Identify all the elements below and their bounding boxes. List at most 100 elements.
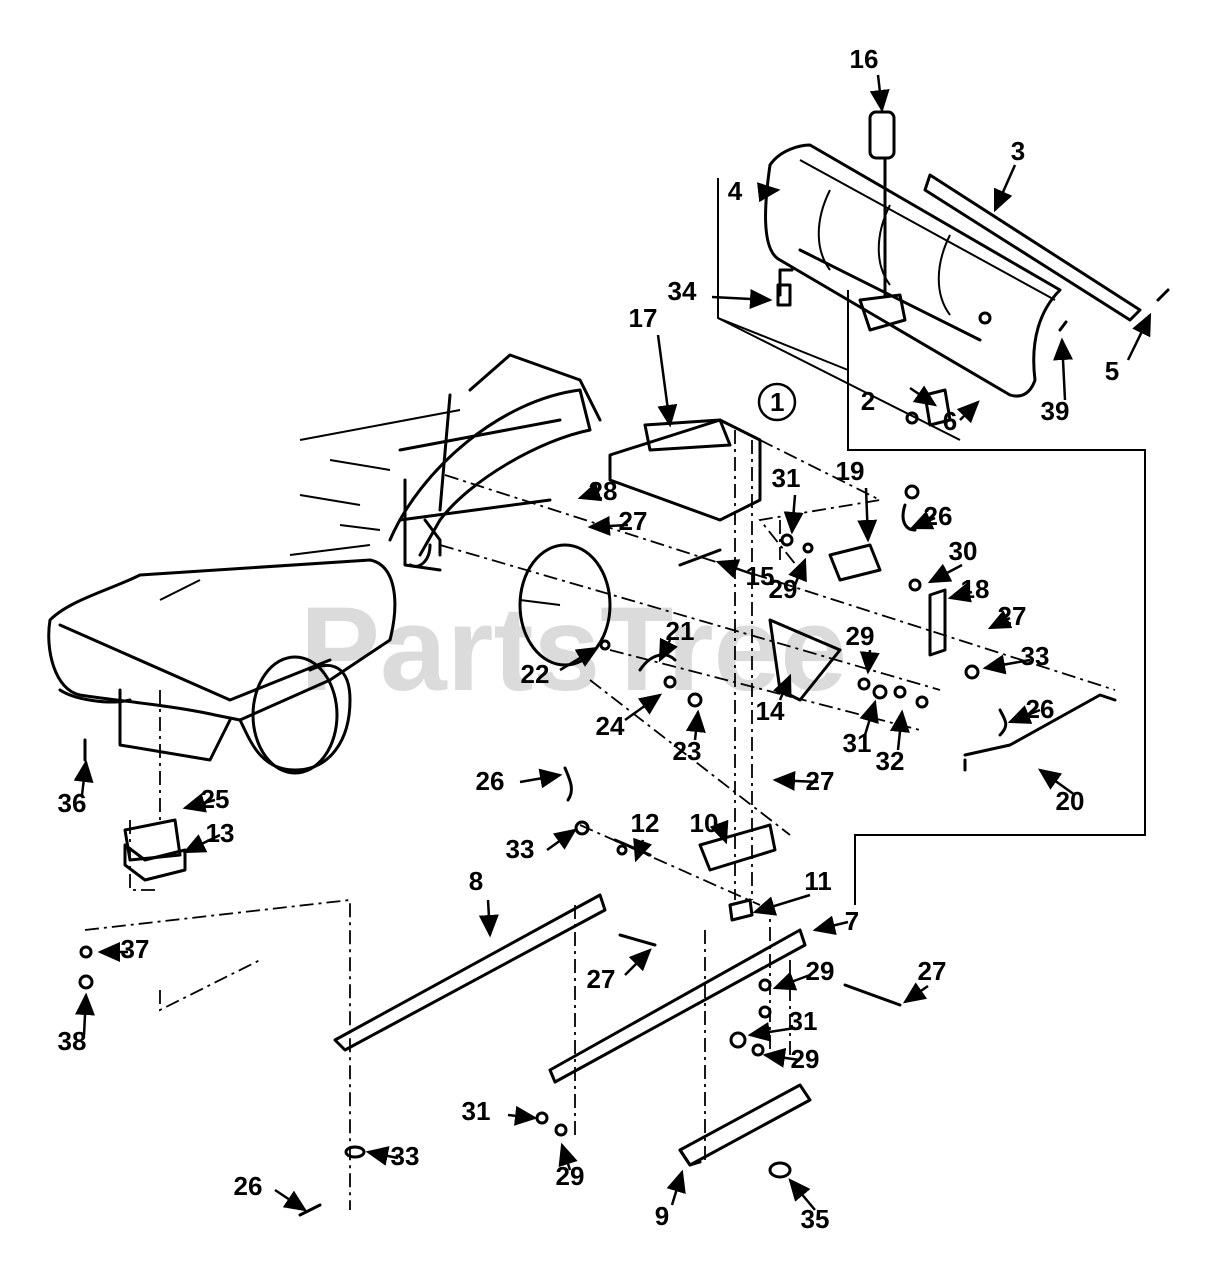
part-number-label: 31 [789, 1006, 818, 1036]
part-number-label: 21 [666, 616, 695, 646]
leader-arrow [1126, 312, 1152, 361]
part-number-label: 29 [846, 621, 875, 651]
leader-arrow [685, 709, 706, 741]
leader-arrow [947, 583, 973, 603]
leader-arrow [587, 515, 629, 536]
leader-arrow [927, 563, 963, 584]
leader-arrow [559, 646, 600, 672]
leader-arrow [747, 1022, 796, 1042]
part-number-label: 26 [1026, 694, 1055, 724]
leader-arrow [812, 915, 849, 936]
leader-arrow [752, 893, 811, 916]
part-number-label: 29 [769, 574, 798, 604]
leader-arrow [757, 182, 781, 203]
part-number-label: 32 [876, 746, 905, 776]
leader-arrow [365, 1146, 399, 1166]
leader-arrow [889, 709, 910, 751]
part-number-label: 9 [655, 1201, 669, 1231]
part-number-label: 28 [589, 476, 618, 506]
part-number-label: 5 [1105, 356, 1119, 386]
part-number-label: 27 [587, 964, 616, 994]
leader-arrow [656, 334, 678, 428]
leader-arrow [274, 1188, 308, 1212]
plow-blade [764, 110, 1170, 427]
part-number-label: 8 [469, 866, 483, 896]
leader-arrow [658, 637, 678, 663]
leader-arrow [715, 559, 756, 579]
part-number-label: 27 [619, 506, 648, 536]
part-number-label: 27 [998, 601, 1027, 631]
part-number-label: 31 [462, 1096, 491, 1126]
leader-arrow [711, 288, 773, 309]
part-number-label: 36 [58, 788, 87, 818]
part-number-label: 23 [673, 736, 702, 766]
part-number-label: 29 [791, 1044, 820, 1074]
part-number-label: 2 [861, 386, 875, 416]
callout-label: 1 [770, 387, 784, 417]
leader-arrow [1053, 337, 1073, 401]
part-number-label: 37 [121, 934, 150, 964]
leader-arrow [1007, 705, 1041, 724]
part-number-label: 38 [58, 1026, 87, 1056]
leader-arrow [666, 1169, 686, 1206]
part-number-label: 31 [843, 728, 872, 758]
leader-arrow [956, 400, 980, 424]
part-number-label: 6 [943, 406, 957, 436]
part-number-label: 4 [728, 176, 743, 206]
part-number-label: 26 [476, 766, 505, 796]
part-number-label: 10 [690, 808, 719, 838]
part-labels: 2345678910111213141516171819202122232425… [58, 44, 1152, 1234]
leader-arrow [478, 899, 499, 938]
leader-arrow [859, 649, 880, 675]
leader-arrow [577, 482, 603, 502]
part-number-label: 30 [949, 536, 978, 566]
part-number-label: 19 [836, 456, 865, 486]
leader-arrow [772, 770, 819, 791]
part-number-label: 18 [961, 574, 990, 604]
part-number-label: 27 [918, 956, 947, 986]
leader-arrow [993, 164, 1017, 213]
leader-arrow [869, 74, 890, 113]
part-number-label: 39 [1041, 396, 1070, 426]
part-number-label: 33 [391, 1141, 420, 1171]
part-number-label: 7 [845, 906, 859, 936]
part-number-label: 22 [521, 659, 550, 689]
leader-arrow [902, 982, 929, 1004]
part-number-label: 34 [668, 276, 697, 306]
leader-arrow [783, 494, 804, 535]
leader-arrow [633, 837, 653, 863]
part-number-label: 27 [806, 766, 835, 796]
watermark: PartsTree [300, 582, 847, 716]
assembly-callout: 1 [757, 382, 797, 422]
part-number-label: 25 [201, 784, 230, 814]
leader-arrow [558, 1142, 578, 1171]
leader-arrow [182, 833, 221, 854]
leader-arrow [788, 1178, 816, 1211]
leader-arrow [982, 654, 1031, 675]
leader-arrow [624, 948, 652, 976]
leader-arrow [624, 693, 663, 722]
part-number-label: 31 [772, 463, 801, 493]
leader-arrow [909, 510, 936, 530]
part-number-label: 3 [1011, 136, 1025, 166]
leader-arrow [788, 557, 807, 586]
leader-arrow [857, 487, 878, 543]
leader-arrow [987, 610, 1013, 630]
frame-parts [78, 268, 1117, 1217]
leader-arrow [75, 992, 95, 1036]
part-number-label: 26 [924, 501, 953, 531]
leader-arrow [73, 759, 94, 796]
part-number-label: 24 [596, 711, 625, 741]
leader-arrow [772, 971, 811, 991]
part-number-label: 33 [1021, 641, 1050, 671]
part-number-label: 29 [556, 1161, 585, 1191]
part-number-label: 11 [804, 866, 832, 896]
leader-arrow [546, 828, 578, 852]
part-number-label: 17 [629, 303, 658, 333]
leader-arrow [909, 385, 938, 407]
part-number-label: 14 [756, 696, 785, 726]
part-number-label: 29 [806, 956, 835, 986]
leader-arrow [182, 793, 216, 813]
part-number-label: 15 [746, 561, 775, 591]
